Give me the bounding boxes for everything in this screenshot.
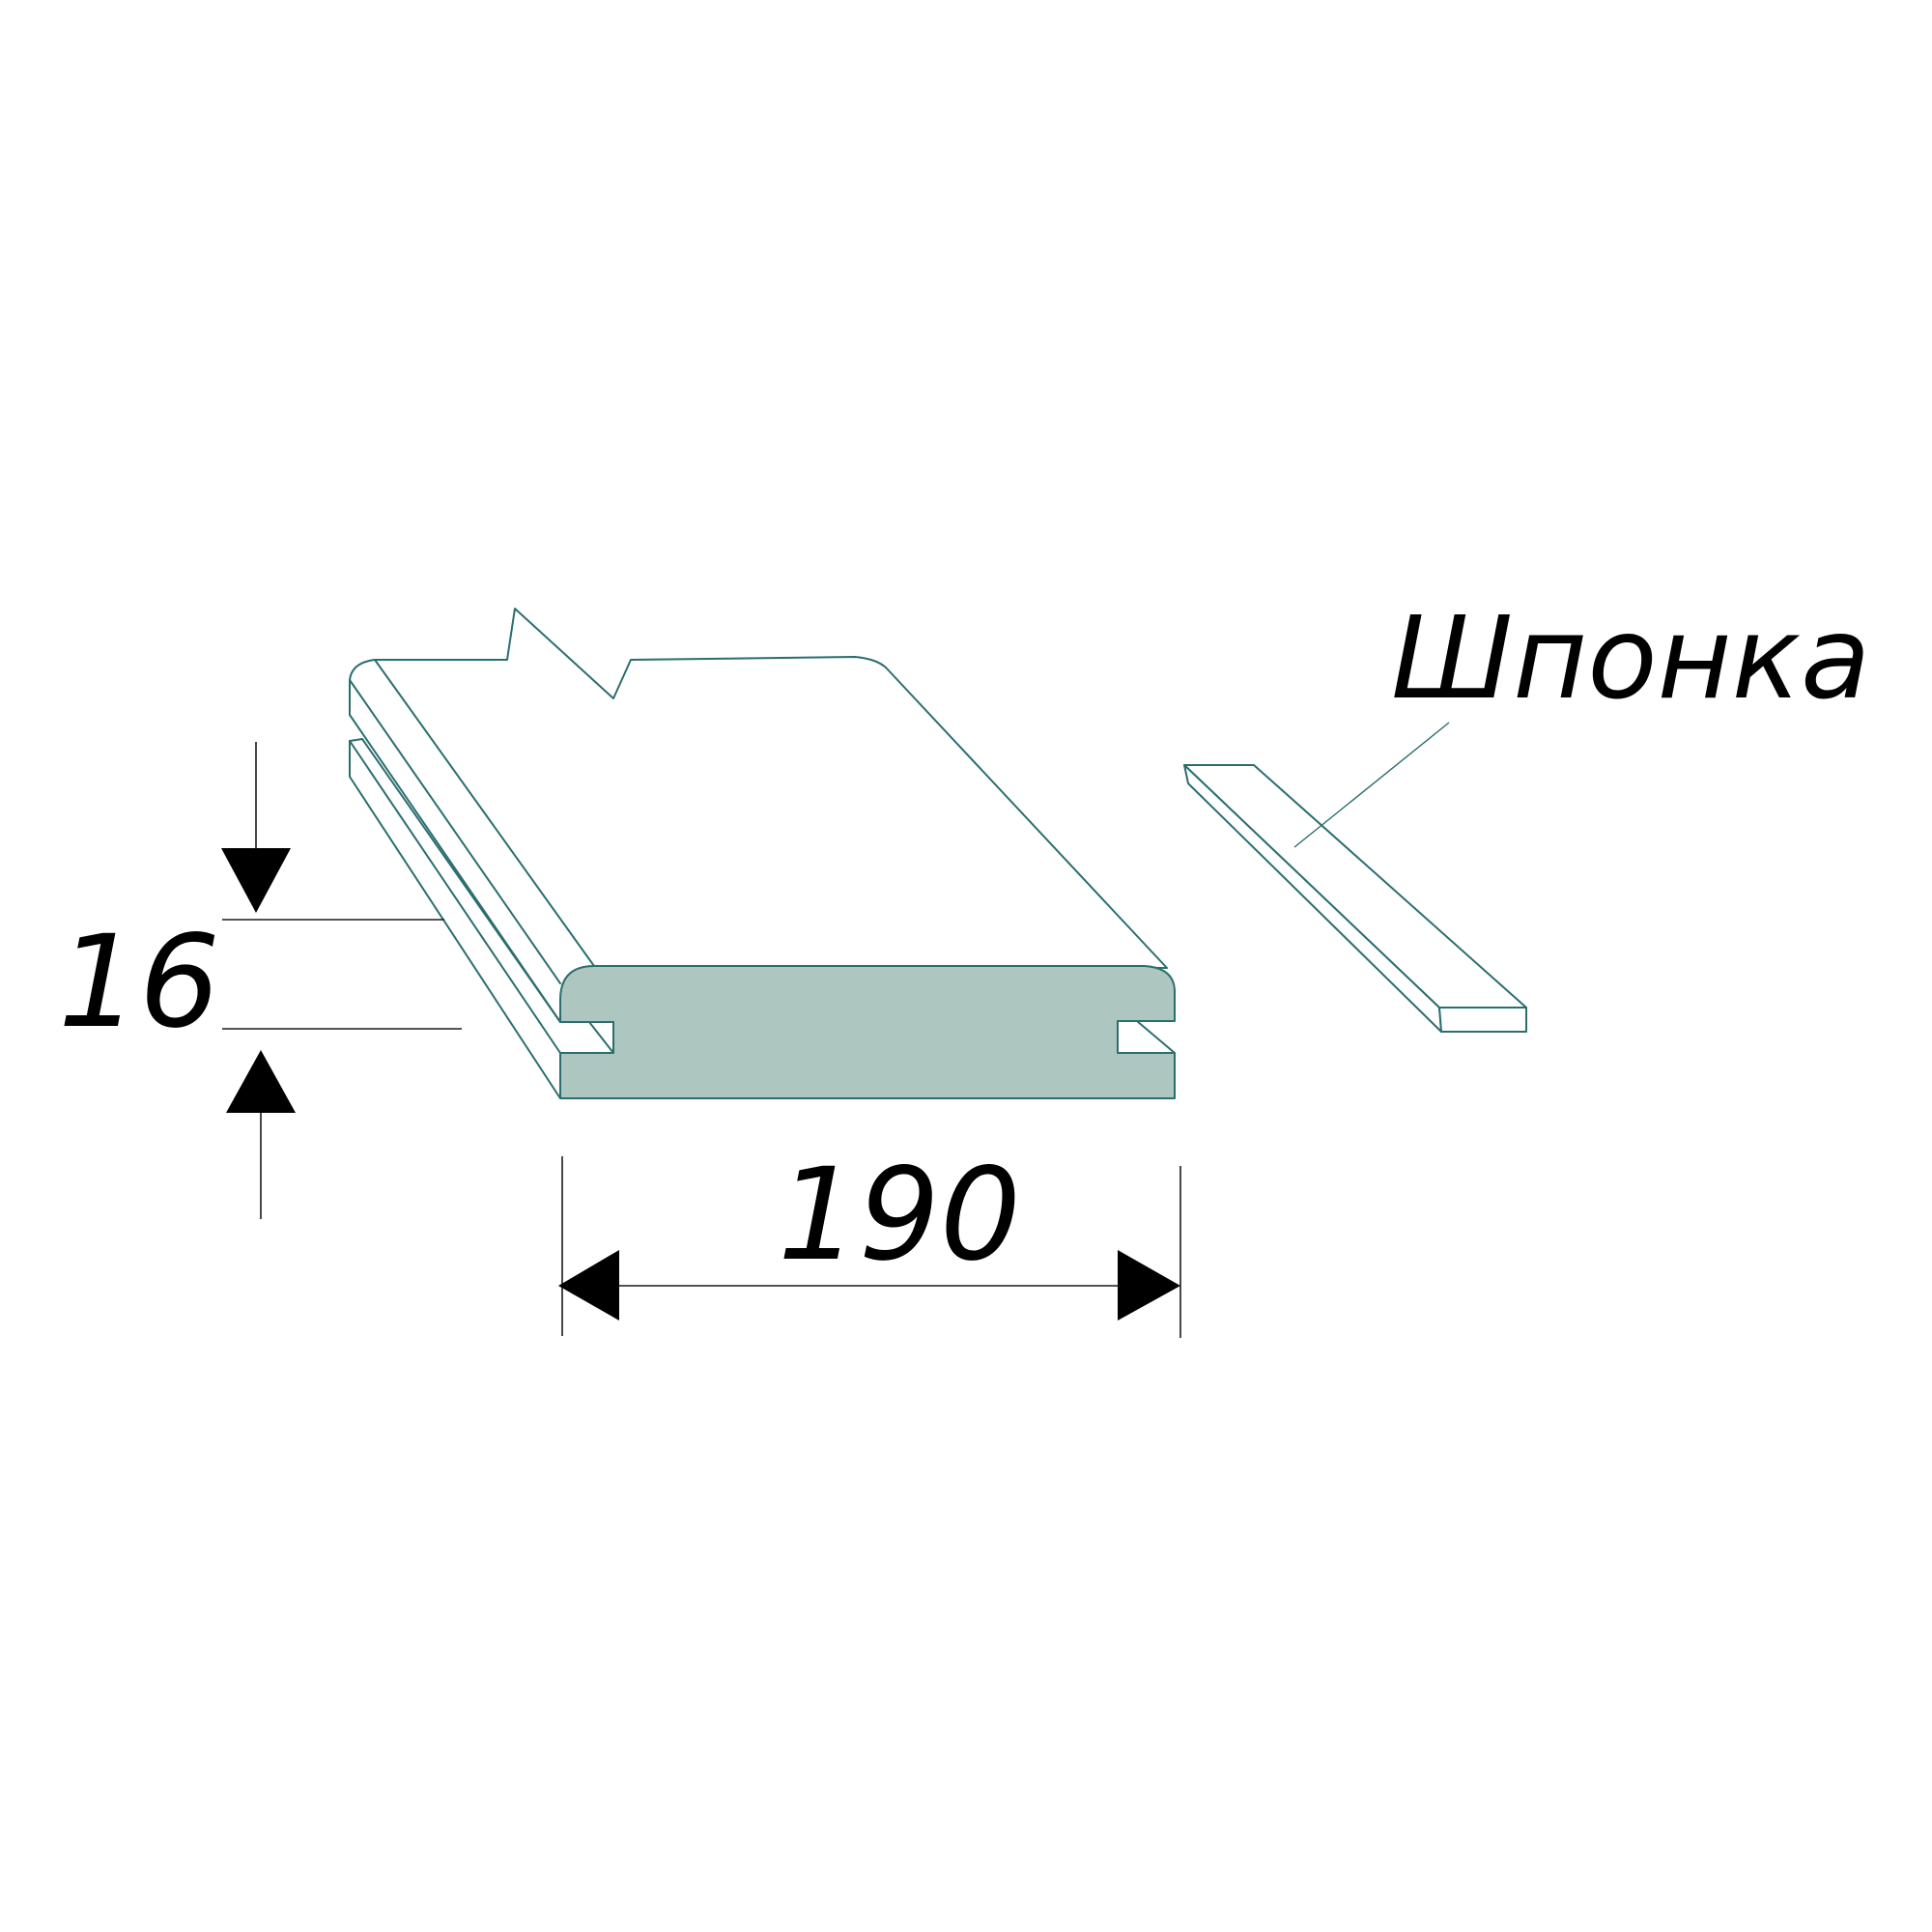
spline [1183,764,1527,1033]
spline-top-face [1183,764,1527,1009]
board-cross-section [559,965,1176,1099]
width-arrow-left [558,1250,619,1321]
thickness-arrow-down [221,848,291,913]
spline-leader-line [1293,722,1450,848]
board-top-edge-round [349,659,376,681]
spline-label: Шпонка [1391,591,1870,724]
width-label: 190 [778,1141,1021,1290]
board-left-edge-inner [349,740,614,1054]
width-arrow-right [1118,1250,1180,1321]
board-left-edge-groove [349,738,561,1099]
thickness-arrow-up [226,1050,296,1113]
thickness-label: 16 [58,908,220,1057]
width-dimension: 190 [558,1141,1181,1338]
board-top-face [374,608,1168,969]
spline-end-face [1438,1007,1527,1033]
thickness-dimension: 16 [58,742,462,1219]
board [349,608,1168,1099]
board-left-edge-mid [349,679,561,984]
section-groove-depth-line [1136,1020,1176,1054]
